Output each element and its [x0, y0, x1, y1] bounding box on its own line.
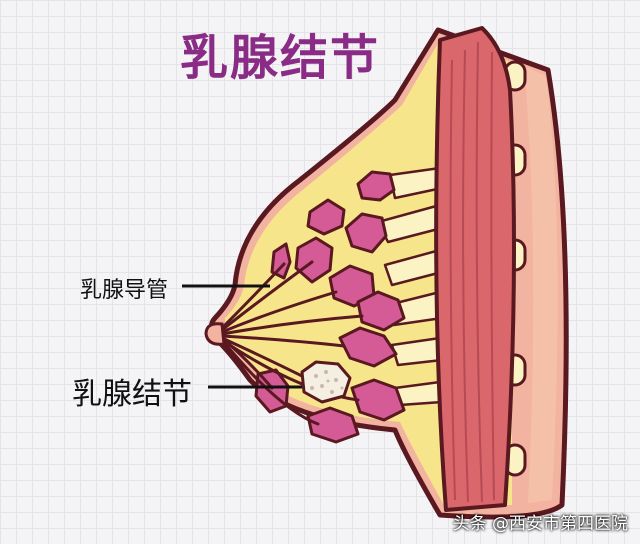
watermark: 头条 @西安市第四医院	[453, 509, 628, 534]
nipple	[206, 324, 224, 345]
nodule-mass	[302, 362, 350, 402]
duct-label: 乳腺导管	[80, 272, 168, 304]
pectoral-muscle	[436, 28, 514, 510]
nodule-label: 乳腺结节	[72, 369, 192, 413]
